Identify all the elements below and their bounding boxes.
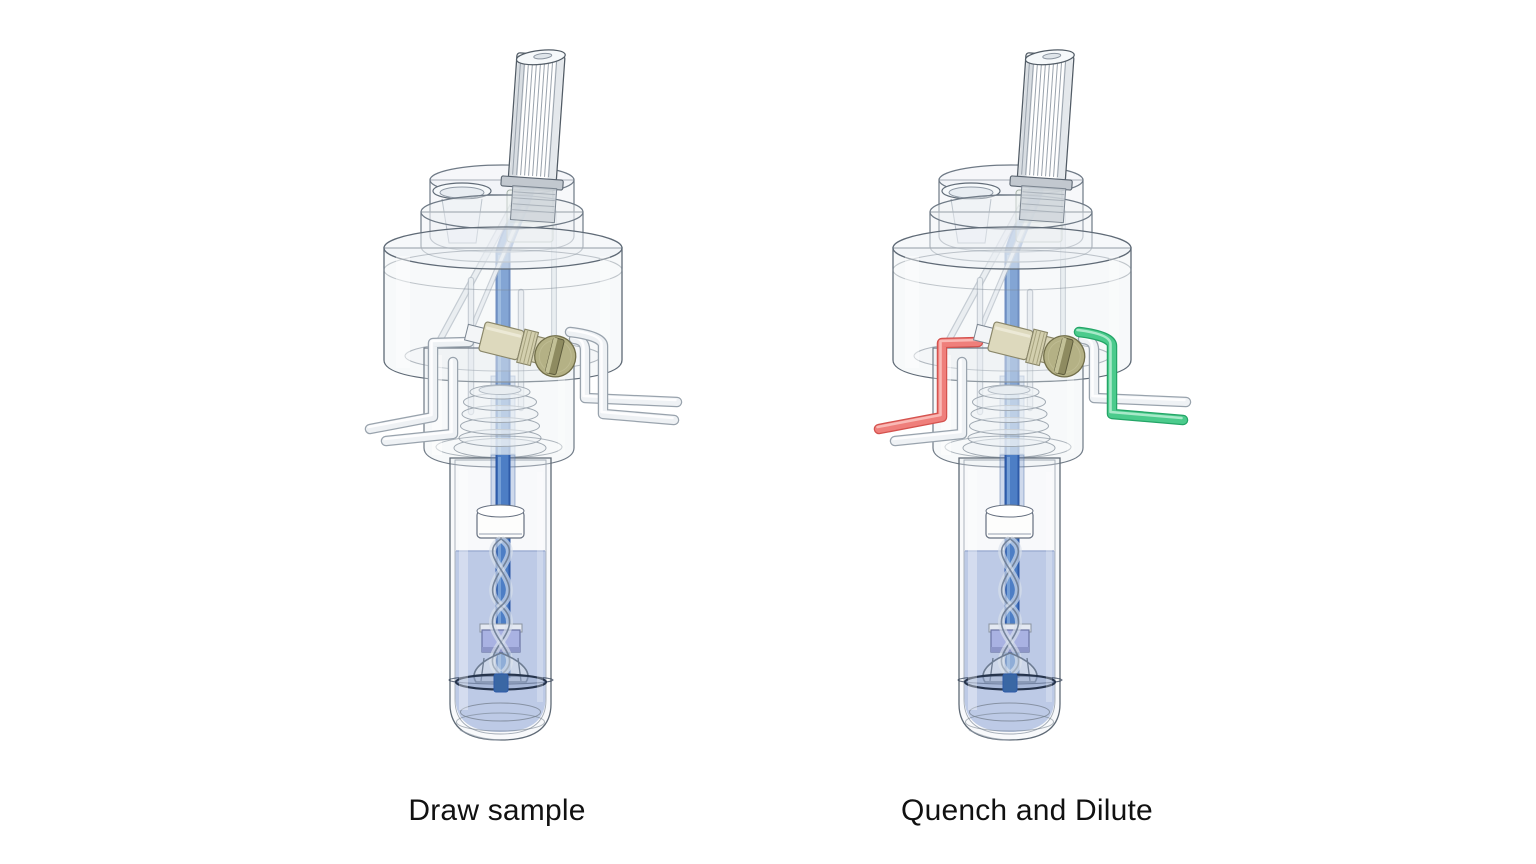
caption-draw-sample: Draw sample [408, 794, 586, 827]
caption-quench-dilute: Quench and Dilute [901, 794, 1153, 827]
apparatus-quench-dilute [878, 44, 1187, 740]
apparatus-draw-sample [369, 44, 678, 740]
